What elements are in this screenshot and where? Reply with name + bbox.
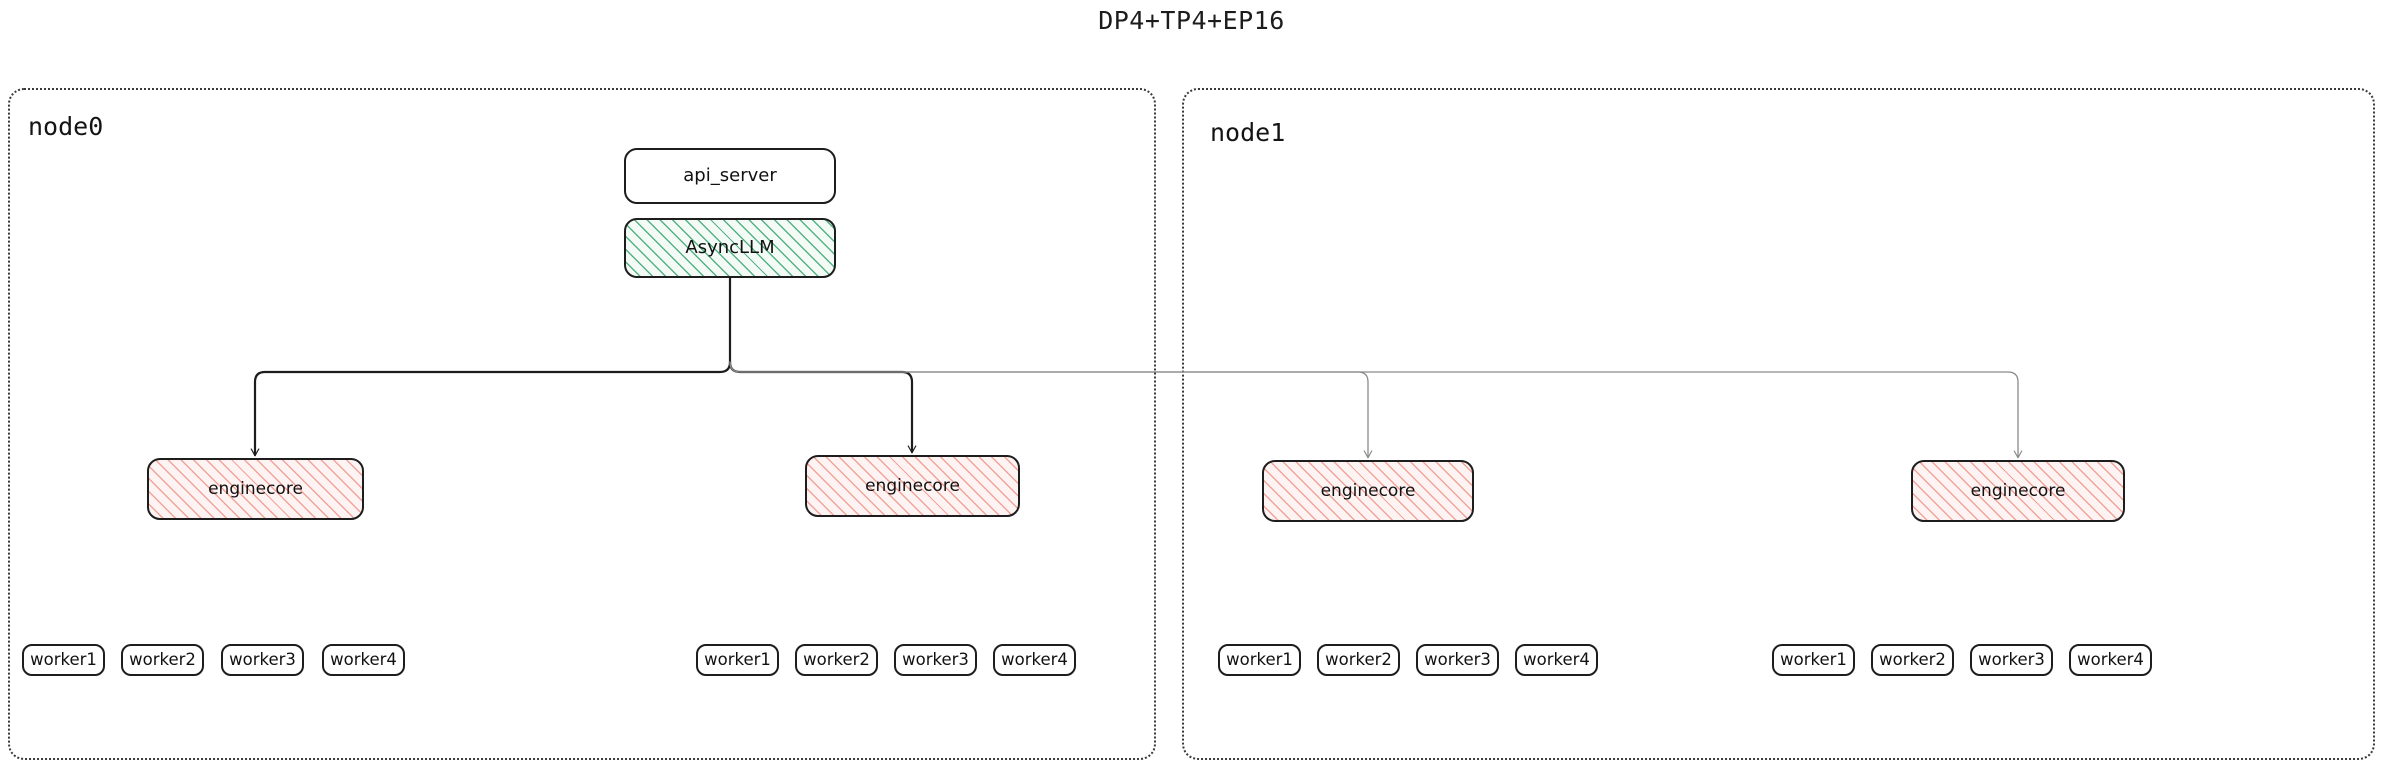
api-server-label: api_server xyxy=(683,165,777,186)
worker-label: worker1 xyxy=(1780,649,1847,669)
enginecore-box[interactable]: enginecore xyxy=(1911,460,2125,522)
enginecore-label: enginecore xyxy=(208,478,303,499)
worker-label: worker1 xyxy=(1226,649,1293,669)
async-llm-box[interactable]: AsyncLLM xyxy=(624,218,836,278)
worker-label: worker3 xyxy=(1978,649,2045,669)
worker-label: worker4 xyxy=(2077,649,2144,669)
worker-box[interactable]: worker4 xyxy=(993,644,1076,676)
async-llm-label: AsyncLLM xyxy=(685,237,775,258)
worker-box[interactable]: worker3 xyxy=(1416,644,1499,676)
worker-label: worker2 xyxy=(1325,649,1392,669)
api-server-box[interactable]: api_server xyxy=(624,148,836,204)
worker-label: worker3 xyxy=(229,649,296,669)
worker-box[interactable]: worker2 xyxy=(1871,644,1954,676)
worker-label: worker4 xyxy=(1001,649,1068,669)
worker-label: worker1 xyxy=(704,649,771,669)
worker-label: worker4 xyxy=(330,649,397,669)
worker-box[interactable]: worker1 xyxy=(696,644,779,676)
worker-box[interactable]: worker3 xyxy=(1970,644,2053,676)
enginecore-box[interactable]: enginecore xyxy=(1262,460,1474,522)
enginecore-label: enginecore xyxy=(865,475,960,496)
worker-label: worker3 xyxy=(1424,649,1491,669)
enginecore-box[interactable]: enginecore xyxy=(147,458,364,520)
worker-box[interactable]: worker1 xyxy=(1218,644,1301,676)
worker-box[interactable]: worker1 xyxy=(22,644,105,676)
worker-label: worker3 xyxy=(902,649,969,669)
worker-label: worker4 xyxy=(1523,649,1590,669)
worker-box[interactable]: worker4 xyxy=(2069,644,2152,676)
worker-label: worker2 xyxy=(803,649,870,669)
worker-label: worker2 xyxy=(129,649,196,669)
worker-label: worker1 xyxy=(30,649,97,669)
worker-box[interactable]: worker2 xyxy=(795,644,878,676)
worker-box[interactable]: worker2 xyxy=(1317,644,1400,676)
worker-box[interactable]: worker2 xyxy=(121,644,204,676)
worker-box[interactable]: worker3 xyxy=(894,644,977,676)
worker-label: worker2 xyxy=(1879,649,1946,669)
worker-box[interactable]: worker4 xyxy=(1515,644,1598,676)
worker-box[interactable]: worker4 xyxy=(322,644,405,676)
enginecore-label: enginecore xyxy=(1320,480,1416,501)
page-title: DP4+TP4+EP16 xyxy=(1098,6,1285,35)
node-label-node0: node0 xyxy=(28,112,104,141)
node-label-node1: node1 xyxy=(1210,118,1286,147)
enginecore-box[interactable]: enginecore xyxy=(805,455,1020,517)
worker-box[interactable]: worker1 xyxy=(1772,644,1855,676)
worker-box[interactable]: worker3 xyxy=(221,644,304,676)
enginecore-label: enginecore xyxy=(1970,480,2066,501)
